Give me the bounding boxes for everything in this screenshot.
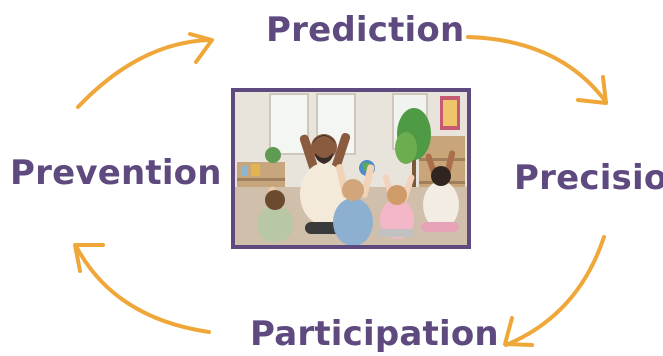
arrow-participation-to-prevention [73,243,211,334]
label-precision: Precision [514,158,663,198]
classroom-photo [231,88,471,249]
arrow-prediction-to-precision [466,35,608,105]
label-prevention: Prevention [10,153,222,193]
label-prediction: Prediction [266,10,465,50]
classroom-illustration [235,92,467,245]
arrow-precision-to-participation [503,235,606,347]
arrow-prevention-to-prediction [76,32,214,109]
label-participation: Participation [250,314,499,354]
